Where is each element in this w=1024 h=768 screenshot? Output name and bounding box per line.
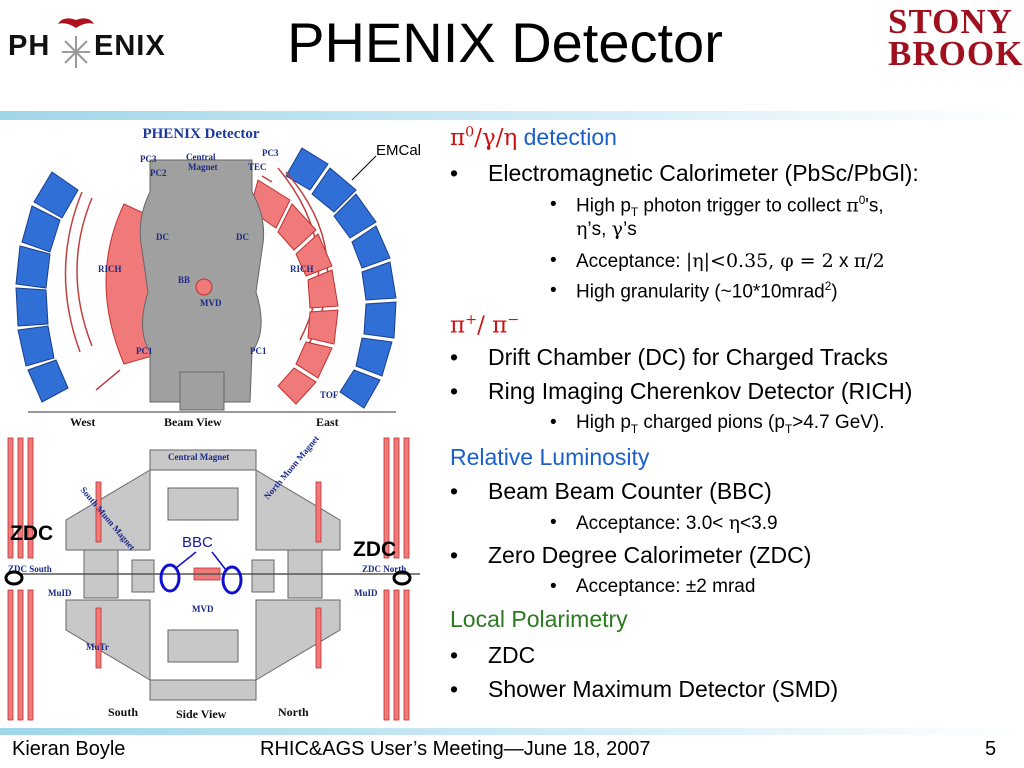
emcal-callout: EMCal (376, 142, 422, 159)
zdc-north-marker (392, 570, 412, 586)
stony-brook-logo-row1: STONY (888, 2, 1013, 41)
bullet-icon: • (550, 412, 557, 433)
phenix-logo-text-right: ENIX (94, 30, 166, 62)
label-zdc-south: ZDC South (8, 564, 52, 574)
label-rich-west: RICH (98, 264, 122, 274)
label-pc3-west: PC3 (140, 154, 157, 164)
bullet-icon: • (450, 542, 459, 568)
bbc-label: BBC (182, 534, 213, 551)
bullet-icon: • (450, 344, 459, 370)
section-relative-luminosity: Relative Luminosity (450, 444, 650, 470)
detector-figure: PHENIX Detector (0, 120, 440, 725)
stony-brook-logo-row2: BROOK (888, 34, 1024, 73)
magnet-base (179, 371, 225, 411)
slide-title: PHENIX Detector (287, 11, 723, 74)
zdc-label-right: ZDC (353, 538, 397, 561)
beam-pipe-icon (195, 278, 213, 296)
label-mvd-side: MVD (192, 604, 214, 614)
phenix-logo: PH ENIX (8, 10, 173, 70)
phenix-logo-text-left: PH (8, 30, 51, 62)
label-zdc-north: ZDC North (362, 564, 406, 574)
label-north: North (278, 705, 309, 719)
label-mvd: MVD (200, 298, 222, 308)
phoenix-bird-icon (58, 18, 94, 68)
emcal-west (15, 171, 79, 403)
bbc-north-marker (221, 565, 243, 595)
detector-diagram: PHENIX Detector (4, 126, 420, 721)
figure-title: PHENIX Detector (142, 126, 259, 142)
emcal-east (285, 147, 397, 409)
bullet-icon: • (550, 194, 557, 215)
label-bb: BB (178, 275, 190, 285)
label-central-magnet-side: Central Magnet (168, 452, 229, 462)
bullet-icon: • (450, 160, 459, 186)
emcal-callout-line (351, 155, 377, 181)
muon-absorbers (7, 437, 410, 721)
footer-meeting: RHIC&AGS User’s Meeting—June 18, 2007 (260, 738, 651, 760)
section-local-polarimetry: Local Polarimetry (450, 606, 628, 632)
bullet-icon: • (550, 280, 557, 301)
bullet-icon: • (550, 576, 557, 597)
label-dc-east: DC (236, 232, 249, 242)
bullet-icon: • (450, 478, 459, 504)
stony-brook-logo: STONY BROOK (888, 2, 1024, 73)
label-dc-west: DC (156, 232, 169, 242)
label-side-view: Side View (176, 707, 227, 721)
label-mutr: MuTr (86, 642, 109, 652)
bbc-pointer-left (175, 551, 197, 569)
bbc-pointer-right (211, 551, 227, 571)
bullet-icon: • (550, 512, 557, 533)
label-pc1-east: PC1 (250, 346, 267, 356)
label-rich-east: RICH (290, 264, 314, 274)
zdc-label-left: ZDC (10, 522, 54, 545)
label-tec: TEC (248, 162, 267, 172)
bbc-south-marker (159, 563, 181, 593)
label-muid-north: MuID (354, 588, 378, 598)
label-west: West (70, 415, 95, 429)
label-pc3-east: PC3 (262, 148, 279, 158)
pc-west (64, 191, 121, 391)
section-pi0-gamma-eta: π0/γ/η detection (450, 124, 617, 151)
footer-page-number: 5 (985, 738, 997, 760)
zdc-south-marker (4, 570, 24, 586)
label-tof: TOF (320, 390, 339, 400)
footer-rule (0, 728, 1024, 735)
bullet-icon: • (450, 676, 459, 702)
section-charged-pions: π+/ π− (450, 312, 520, 339)
label-east: East (316, 415, 339, 429)
bullet-icon: • (550, 250, 557, 271)
rich-east (249, 179, 339, 405)
bullet-icon: • (450, 378, 459, 404)
label-south: South (108, 705, 138, 719)
symbol-pi0-gamma-eta: π0/γ/η (450, 124, 518, 151)
label-beam-view: Beam View (164, 415, 222, 429)
list-item-continuation: η’s, γ’s (576, 218, 637, 240)
footer-author: Kieran Boyle (12, 738, 126, 760)
section-pi0-title: detection (523, 124, 617, 150)
label-pc1-west: PC1 (136, 346, 153, 356)
title-rule (0, 111, 1024, 120)
label-pc2-west: PC2 (150, 168, 167, 178)
bullet-icon: • (450, 642, 459, 668)
label-muid-south: MuID (48, 588, 72, 598)
